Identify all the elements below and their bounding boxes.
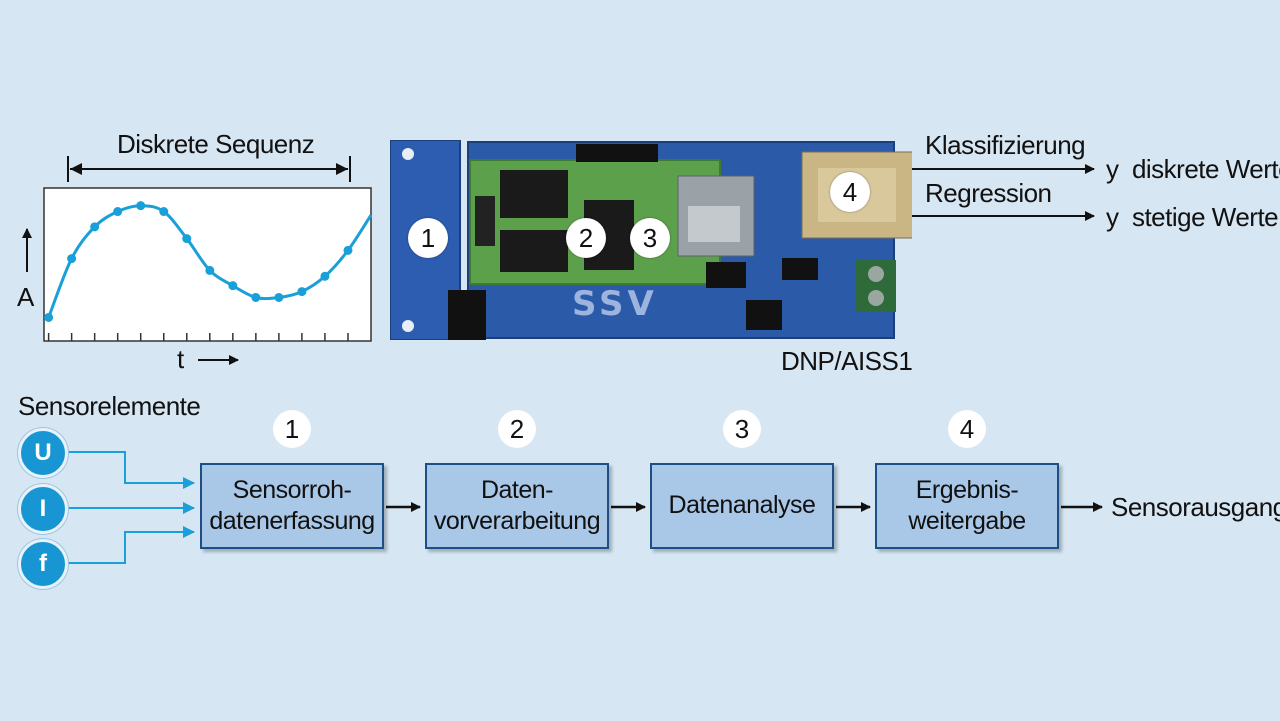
- stage-result-forwarding: Ergebnis-weitergabe: [875, 463, 1059, 549]
- series-points: [44, 201, 353, 322]
- stage-data-analysis: Datenanalyse: [650, 463, 834, 549]
- stage-raw-data-acquisition: Sensorroh-datenerfassung: [200, 463, 384, 549]
- data-point-11: [297, 287, 307, 297]
- board-marker-4: 4: [830, 172, 870, 212]
- sensor-u: U: [18, 428, 68, 478]
- step-number-3: 3: [723, 410, 761, 448]
- discrete-values-label: y diskrete Werte: [1106, 154, 1280, 184]
- sensor-i: I: [18, 484, 68, 534]
- board-silkscreen: SSV: [572, 284, 658, 324]
- data-point-13: [343, 245, 353, 255]
- continuous-values-label: y stetige Werte: [1106, 202, 1279, 232]
- sensor-connections: [66, 451, 195, 564]
- regression-label: Regression: [925, 178, 1052, 208]
- data-point-12: [320, 271, 330, 281]
- chart-title: Diskrete Sequenz: [117, 129, 315, 159]
- classification-label: Klassifizierung: [925, 130, 1086, 160]
- stage-4-line-1: Ergebnis-: [915, 475, 1019, 504]
- stage-3-line-1: Datenanalyse: [668, 491, 816, 520]
- stage-4-line-2: weitergabe: [908, 507, 1026, 535]
- sequence-span-arrow: [67, 156, 351, 182]
- x-axis-label: t: [177, 344, 184, 374]
- stage-preprocessing: Daten-vorverarbeitung: [425, 463, 609, 549]
- board-label: DNP/AISS1: [781, 346, 913, 376]
- step-number-1: 1: [273, 410, 311, 448]
- y-axis-label: A: [17, 282, 34, 312]
- sine-chart: [43, 187, 373, 342]
- board-marker-1: 1: [408, 218, 448, 258]
- sensor-output-label: Sensorausgang: [1111, 492, 1280, 522]
- board-marker-3: 3: [630, 218, 670, 258]
- data-point-2: [90, 222, 100, 232]
- data-point-9: [251, 292, 261, 302]
- data-point-0: [44, 312, 54, 322]
- data-point-3: [113, 207, 123, 217]
- sensor-f: f: [18, 539, 68, 589]
- step-number-4: 4: [948, 410, 986, 448]
- x-axis-ticks: [47, 333, 349, 341]
- board-marker-2: 2: [566, 218, 606, 258]
- stage-2-line-1: Daten-: [480, 475, 554, 504]
- stage-2-line-2: vorverarbeitung: [433, 507, 601, 535]
- stage-1-line-1: Sensorroh-: [232, 475, 352, 504]
- sensors-title: Sensorelemente: [18, 391, 201, 421]
- stage-1-line-2: datenerfassung: [209, 507, 375, 535]
- circuit-board: SSV 1 2 3 4: [389, 139, 915, 341]
- data-point-7: [205, 265, 215, 275]
- data-point-5: [159, 207, 169, 217]
- data-point-6: [182, 234, 192, 244]
- data-point-4: [136, 201, 146, 211]
- data-point-8: [228, 281, 238, 291]
- data-point-10: [274, 292, 284, 302]
- step-number-2: 2: [498, 410, 536, 448]
- data-point-1: [67, 254, 77, 264]
